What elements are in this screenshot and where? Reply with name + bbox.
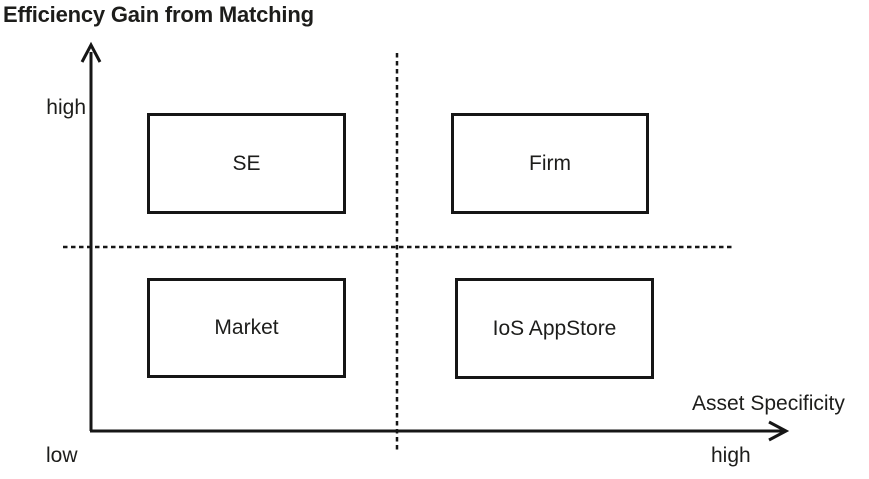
- quadrant-label-firm: Firm: [529, 151, 571, 175]
- y-axis-high-label: high: [46, 96, 86, 119]
- quadrant-box-top-left: SE: [147, 113, 346, 214]
- origin-low-label: low: [46, 444, 78, 467]
- quadrant-label-market: Market: [214, 316, 279, 339]
- x-axis-title: Asset Specificity: [692, 392, 845, 415]
- x-axis-high-label: high: [711, 444, 751, 467]
- y-axis-title: Efficiency Gain from Matching: [3, 2, 314, 27]
- quadrant-box-bottom-left: Market: [147, 278, 346, 378]
- quadrant-box-bottom-right: IoS AppStore: [455, 278, 654, 379]
- quadrant-box-top-right: Firm: [451, 113, 649, 214]
- arrow-up-icon: [80, 41, 102, 63]
- quadrant-label-se: SE: [232, 151, 261, 175]
- arrow-right-icon: [768, 420, 790, 442]
- quadrant-label-ios-appstore: IoS AppStore: [492, 316, 617, 340]
